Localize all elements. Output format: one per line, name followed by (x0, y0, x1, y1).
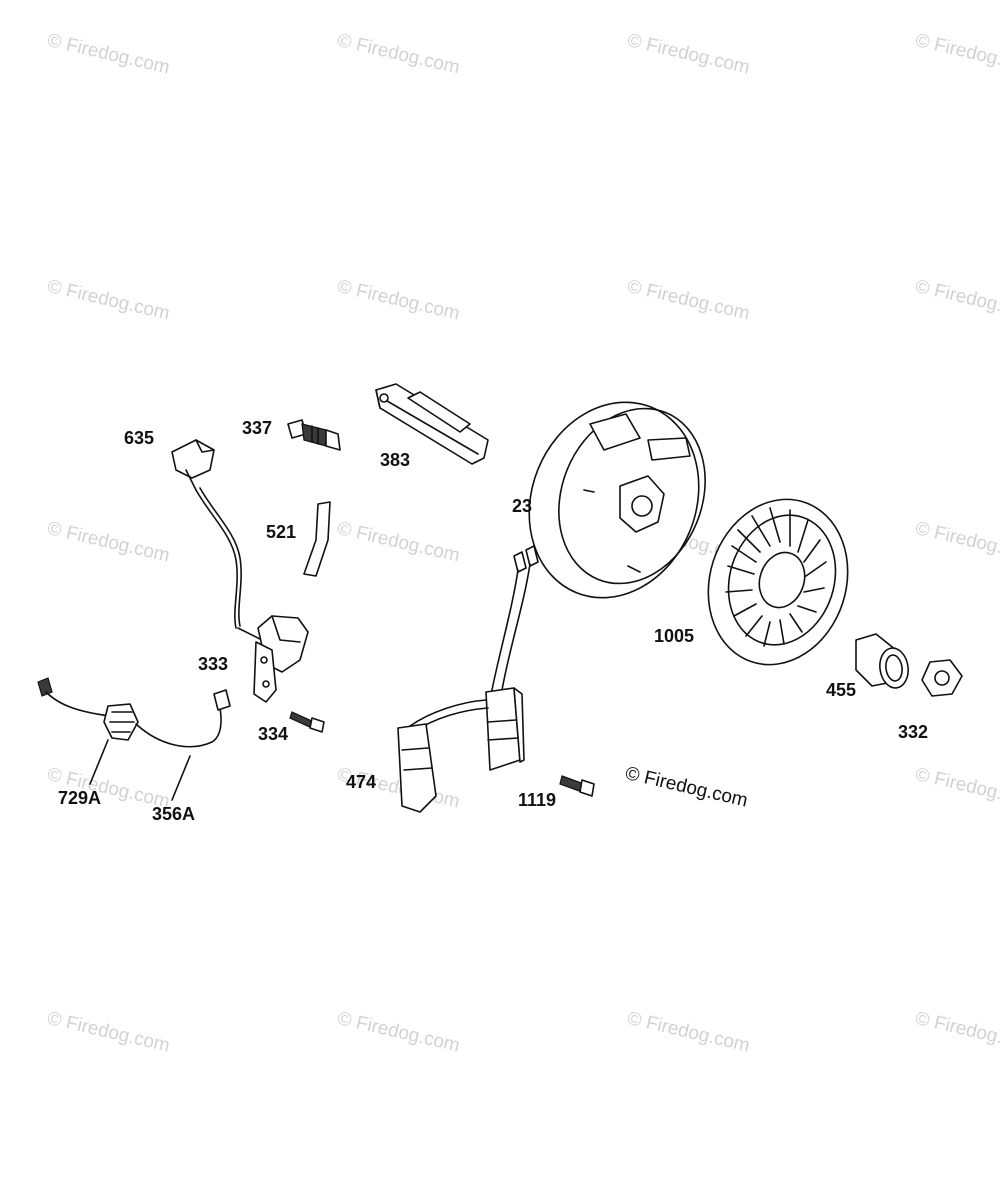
spark-plug-boot-lead-icon[interactable] (171, 439, 263, 641)
callout-337[interactable]: 337 (242, 418, 273, 438)
ground-wire-grommet-icon[interactable] (37, 677, 139, 785)
callout-356a[interactable]: 356A (152, 804, 196, 824)
callout-1119[interactable]: 1119 (518, 790, 557, 810)
callout-23[interactable]: 23 (512, 496, 533, 516)
spark-plug-wrench-icon[interactable] (375, 383, 489, 465)
screw-icon[interactable] (289, 711, 325, 733)
callout-334[interactable]: 334 (258, 724, 289, 744)
nut-icon[interactable] (921, 659, 963, 697)
armature-icon[interactable] (253, 615, 309, 703)
stop-switch-wire-icon[interactable] (135, 689, 231, 801)
spark-plug-icon[interactable] (287, 419, 341, 451)
callout-729a[interactable]: 729A (58, 788, 102, 808)
callout-521[interactable]: 521 (266, 522, 297, 542)
cup-starter-icon[interactable] (855, 633, 911, 690)
callout-333[interactable]: 333 (198, 654, 229, 674)
callout-1005[interactable]: 1005 (654, 626, 695, 646)
flywheel-icon[interactable] (501, 377, 731, 624)
callout-635[interactable]: 635 (124, 428, 155, 448)
callout-332[interactable]: 332 (898, 722, 929, 742)
callout-455[interactable]: 455 (826, 680, 857, 700)
callout-474[interactable]: 474 (346, 772, 377, 792)
fan-icon[interactable] (687, 481, 868, 683)
callout-383[interactable]: 383 (380, 450, 411, 470)
alternator-stator-icon[interactable] (397, 545, 539, 813)
sleeve-icon[interactable] (303, 501, 331, 577)
screw-icon[interactable] (559, 775, 595, 797)
